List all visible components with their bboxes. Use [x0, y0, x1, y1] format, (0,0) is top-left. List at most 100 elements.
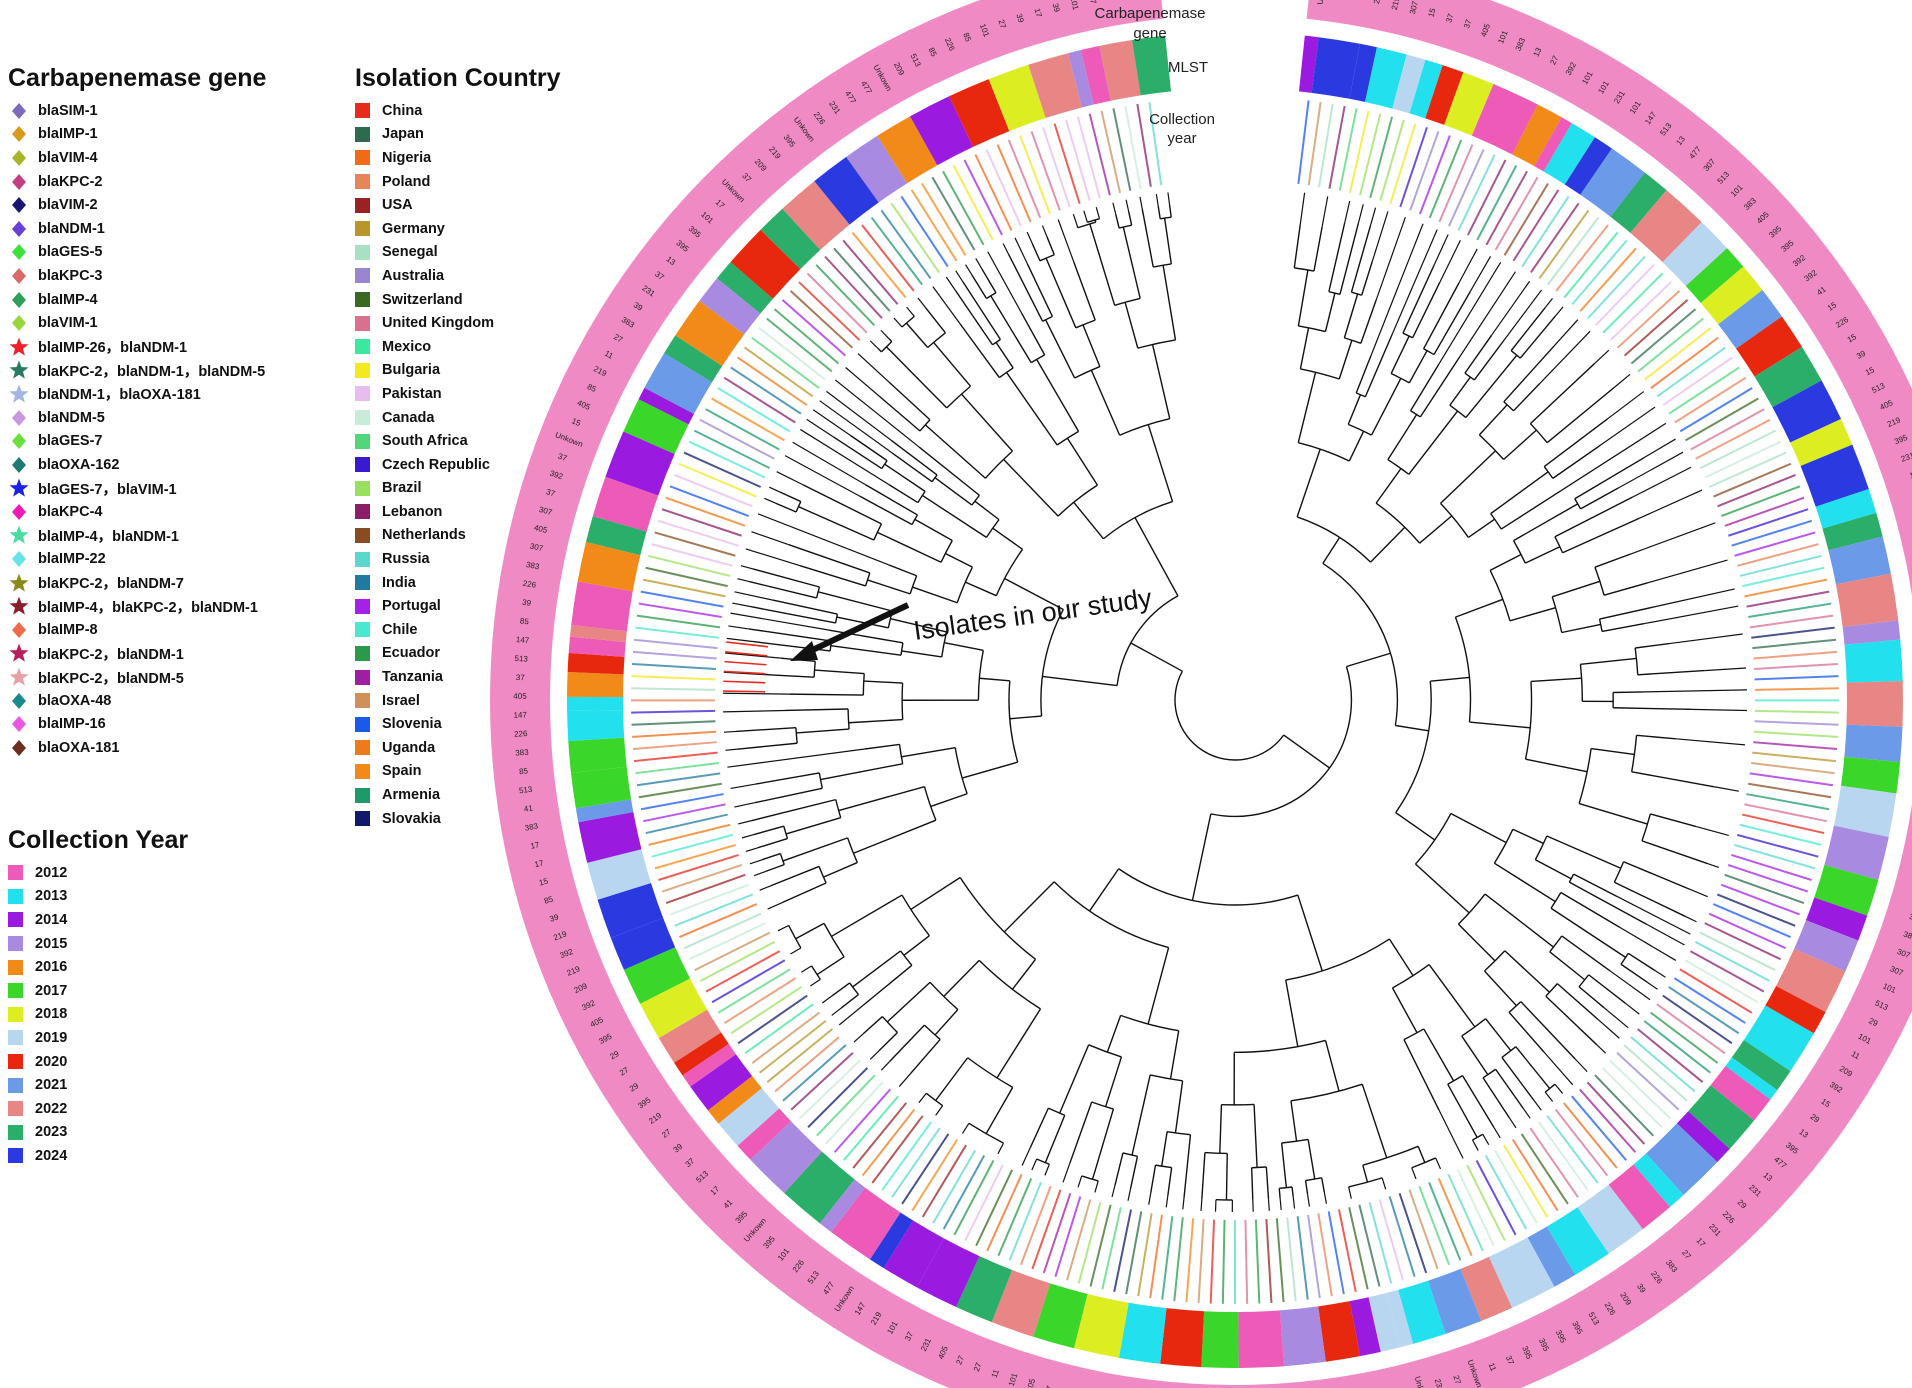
- tree-branch: [1473, 339, 1505, 381]
- isolate-tip: [1712, 903, 1791, 938]
- year-segment: [587, 849, 651, 900]
- isolate-tip: [631, 720, 716, 726]
- tree-branch: [1003, 881, 1055, 933]
- diamond-icon: [12, 197, 26, 214]
- legend-year-label: 2018: [35, 1006, 68, 1023]
- legend-gene-item: blaIMP-4，blaKPC-2，blaNDM-1: [8, 594, 266, 618]
- tree-branch: [1347, 394, 1362, 425]
- isolate-tip: [743, 346, 814, 398]
- tree-branch: [974, 500, 1000, 521]
- star-icon: [9, 573, 29, 592]
- isolate-tip: [737, 994, 808, 1045]
- tree-branch: [1090, 369, 1121, 436]
- isolate-tip: [1475, 1160, 1517, 1236]
- isolate-tip: [1379, 119, 1405, 201]
- legend-gene-item: blaOXA-162: [8, 453, 266, 477]
- isolate-tip: [1019, 135, 1051, 215]
- year-segment: [1800, 444, 1869, 507]
- tree-branch: [960, 393, 1013, 452]
- mlst-label: 147: [516, 635, 531, 645]
- isolate-tip: [1609, 281, 1672, 341]
- tree-branch: [885, 346, 948, 409]
- tree-branch: [1360, 299, 1377, 344]
- isolate-tip: [1089, 1204, 1112, 1287]
- tree-branch: [1191, 813, 1212, 901]
- tree-branch: [1044, 319, 1076, 379]
- legend-gene-item: blaIMP-26，blaNDM-1: [8, 335, 266, 359]
- isolate-tip: [631, 687, 716, 691]
- tree-arc: [1122, 1152, 1138, 1157]
- isolate-tip: [661, 863, 743, 893]
- tree-branch: [1408, 410, 1459, 475]
- tree-arc: [1077, 221, 1096, 229]
- tree-leaf-branch: [800, 428, 890, 485]
- isolate-tip: [1456, 1169, 1495, 1247]
- legend-country-label: USA: [382, 197, 413, 214]
- tree-branch: [1464, 334, 1493, 374]
- isolate-tip-labels: [630, 100, 1840, 1304]
- tree-leaf-branch: [1083, 210, 1088, 223]
- isolate-tip: [1674, 376, 1747, 424]
- isolate-tip: [975, 1169, 1014, 1247]
- tree-leaf-branch: [1522, 1108, 1531, 1119]
- tree-branch: [1313, 226, 1323, 272]
- tree-branch: [1578, 802, 1648, 825]
- tree-branch: [981, 268, 997, 294]
- isolate-tip: [773, 308, 840, 365]
- diamond-icon: [12, 621, 26, 638]
- legend-gene-label: blaSIM-1: [38, 102, 98, 119]
- tree-branch: [1543, 418, 1609, 468]
- tree-branch: [1082, 324, 1101, 367]
- isolate-tip: [1751, 762, 1835, 775]
- tree-arc: [1461, 1018, 1487, 1037]
- legend-gene-label: blaKPC-2: [38, 173, 103, 190]
- isolate-tip: [1399, 127, 1428, 208]
- ring-label-year-1: Collection: [1149, 111, 1215, 128]
- tree-arc: [1210, 666, 1353, 818]
- isolate-tip: [1662, 994, 1733, 1045]
- legend-country-label: Poland: [382, 173, 431, 190]
- year-segment: [883, 1220, 944, 1288]
- tree-leaf-branch: [1482, 1133, 1490, 1145]
- swatch-icon: [355, 527, 370, 543]
- isolate-tip: [1112, 108, 1132, 191]
- legend-gene-item: blaOXA-181: [8, 736, 266, 760]
- tree-branch: [1513, 503, 1579, 542]
- tree-branch: [796, 728, 850, 734]
- legend-country-item: Nigeria: [355, 146, 561, 170]
- tree-branch: [1150, 1165, 1157, 1193]
- tree-arc: [1150, 1074, 1183, 1082]
- star-icon: [9, 479, 29, 497]
- year-segment: [814, 156, 879, 225]
- year-segment: [1160, 1308, 1205, 1368]
- tree-branch: [1636, 734, 1676, 740]
- tree-arc: [1281, 1138, 1309, 1144]
- isolate-tip: [638, 602, 722, 618]
- tree-branch: [1375, 468, 1402, 504]
- tree-branch: [878, 395, 921, 432]
- tree-arc: [1613, 861, 1625, 883]
- isolate-tip: [1673, 977, 1746, 1024]
- year-segment: [1460, 1256, 1513, 1321]
- tree-branch: [1225, 1153, 1228, 1200]
- tree-branch: [1483, 970, 1517, 1007]
- mlst-label: 37: [557, 451, 569, 463]
- isolate-tip: [1749, 772, 1834, 787]
- tree-branch: [888, 564, 917, 577]
- tree-branch: [1450, 812, 1507, 844]
- tree-branch: [1588, 974, 1626, 1004]
- tree-branch: [833, 436, 883, 470]
- tree-branch: [1370, 378, 1402, 436]
- legend-gene-title: Carbapenemase gene: [8, 64, 267, 92]
- tree-leaf-branch: [1438, 261, 1502, 365]
- tree-arc: [1641, 813, 1652, 842]
- isolate-tip: [1328, 105, 1346, 189]
- isolate-tip: [683, 451, 762, 488]
- diamond-icon: [12, 126, 26, 143]
- year-segment: [1546, 1207, 1609, 1275]
- tree-branch: [840, 994, 859, 1009]
- legend-country-label: India: [382, 574, 416, 591]
- legend-country-label: Israel: [382, 692, 420, 709]
- mlst-label: 37: [1444, 12, 1455, 24]
